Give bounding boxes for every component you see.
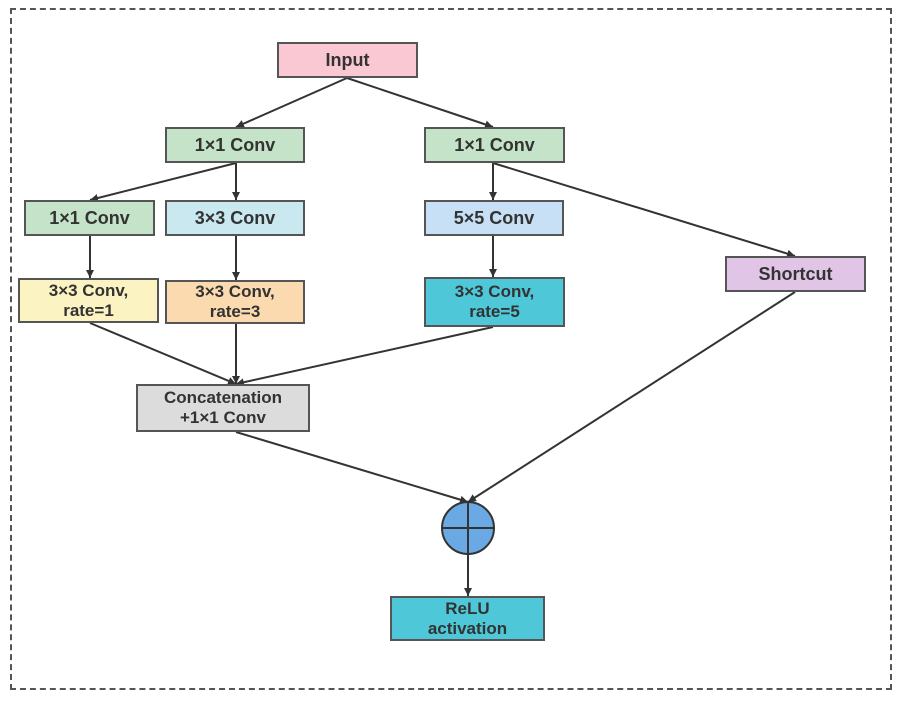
arrow-shortcut-to-add <box>467 291 796 503</box>
arrow-input-to-conv1x1_right <box>346 77 494 129</box>
node-1x1-conv-left: 1×1 Conv <box>165 127 305 163</box>
arrow-conv1x1_right-to-shortcut <box>492 162 796 258</box>
edge-group <box>86 77 796 596</box>
node-5x5-conv-branch: 5×5 Conv <box>424 200 564 236</box>
node-shortcut: Shortcut <box>725 256 866 292</box>
node-3x3-conv-branch: 3×3 Conv <box>165 200 305 236</box>
node-relu-activation: ReLU activation <box>390 596 545 641</box>
arrow-dil_rate1-to-concat <box>89 322 237 385</box>
node-concatenation: Concatenation +1×1 Conv <box>136 384 310 432</box>
arrow-dil_rate5-to-concat <box>235 326 494 387</box>
arrow-input-to-conv1x1_left <box>235 77 348 128</box>
node-input: Input <box>277 42 418 78</box>
arrow-concat-to-add <box>235 431 469 504</box>
arrow-conv1x1_left-to-conv1x1_branch <box>89 162 237 202</box>
node-1x1-conv-right: 1×1 Conv <box>424 127 565 163</box>
dashed-frame <box>10 8 892 690</box>
node-1x1-conv-branch: 1×1 Conv <box>24 200 155 236</box>
node-dilated-conv-rate5: 3×3 Conv, rate=5 <box>424 277 565 327</box>
node-dilated-conv-rate1: 3×3 Conv, rate=1 <box>18 278 159 323</box>
add-operator <box>441 501 495 555</box>
node-dilated-conv-rate3: 3×3 Conv, rate=3 <box>165 280 305 324</box>
